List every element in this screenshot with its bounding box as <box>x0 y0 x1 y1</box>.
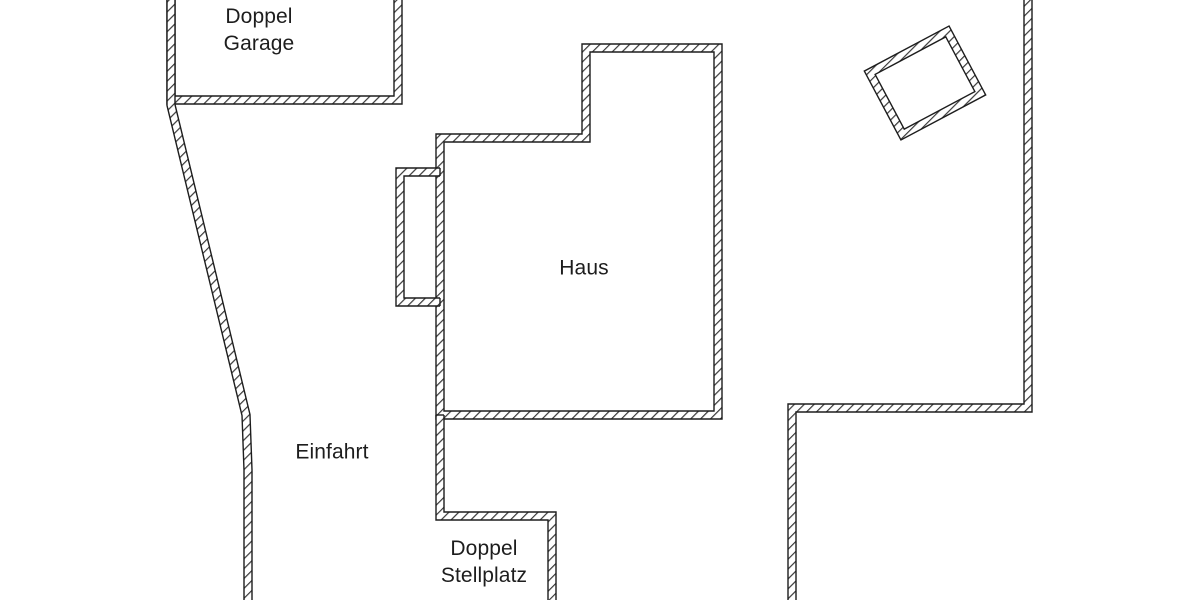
grundstuecksgrenze-rechts <box>787 0 1033 600</box>
haus <box>435 43 723 420</box>
grundstuecksgrenze-links <box>166 0 253 600</box>
doppel-stellplatz <box>435 414 557 600</box>
doppel-garage <box>166 0 403 105</box>
nebengebaeude <box>863 25 987 141</box>
haus-bay <box>395 167 441 307</box>
